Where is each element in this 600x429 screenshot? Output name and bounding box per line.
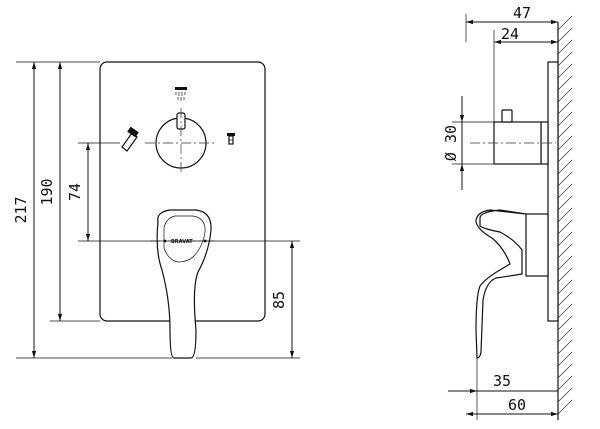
hatch-line <box>557 195 573 211</box>
hatch-line <box>557 207 573 223</box>
total-depth-label: 47 <box>513 4 531 22</box>
hatch-line <box>557 111 573 127</box>
hatch-line <box>557 243 573 259</box>
side-view: 47 24 Ø 30 35 60 <box>442 4 573 420</box>
lever-projection-label: 35 <box>493 372 511 390</box>
hand-shower-icon <box>121 126 139 152</box>
lever-height-label: 85 <box>270 291 288 309</box>
plate-height-label: 190 <box>38 178 56 205</box>
brand-label: BRAVAT <box>171 239 193 245</box>
lever-side <box>475 209 549 359</box>
hatch-line <box>557 219 573 235</box>
diverter-depth-label: 24 <box>501 25 519 43</box>
hatch-line <box>557 147 573 163</box>
hatch-line <box>557 375 573 391</box>
hatch-line <box>557 399 573 415</box>
hatch-line <box>557 51 573 67</box>
hatch-line <box>557 255 573 271</box>
hatch-line <box>557 75 573 91</box>
hatch-line <box>557 327 573 343</box>
hatch-line <box>557 159 573 175</box>
diverter-side <box>470 109 556 165</box>
hatch-line <box>557 351 573 367</box>
hatch-line <box>557 279 573 295</box>
total-height-label: 217 <box>12 196 30 223</box>
shower-head-icon <box>175 87 187 101</box>
hatch-line <box>557 363 573 379</box>
hatch-line <box>557 303 573 319</box>
hatch-line <box>557 171 573 187</box>
wall-hatching <box>557 15 573 415</box>
hatch-line <box>557 267 573 283</box>
hatch-line <box>557 339 573 355</box>
hatch-line <box>557 231 573 247</box>
hatch-line <box>557 87 573 103</box>
hatch-line <box>557 291 573 307</box>
tub-spout-icon <box>227 133 235 145</box>
hatch-line <box>557 315 573 331</box>
front-view: BRAVAT 217 190 74 85 <box>12 61 300 359</box>
hatch-line <box>557 15 573 31</box>
hatch-line <box>557 99 573 115</box>
hatch-line <box>557 39 573 55</box>
diverter-diameter-label: Ø 30 <box>442 125 460 161</box>
overall-projection-label: 60 <box>508 396 526 414</box>
diverter-knob <box>145 108 217 172</box>
hatch-line <box>557 387 573 403</box>
hatch-line <box>557 183 573 199</box>
hatch-line <box>557 135 573 151</box>
hatch-line <box>557 63 573 79</box>
diverter-offset-label: 74 <box>66 183 84 201</box>
hatch-line <box>557 27 573 43</box>
hatch-line <box>557 123 573 139</box>
cover-plate-side <box>547 61 559 322</box>
